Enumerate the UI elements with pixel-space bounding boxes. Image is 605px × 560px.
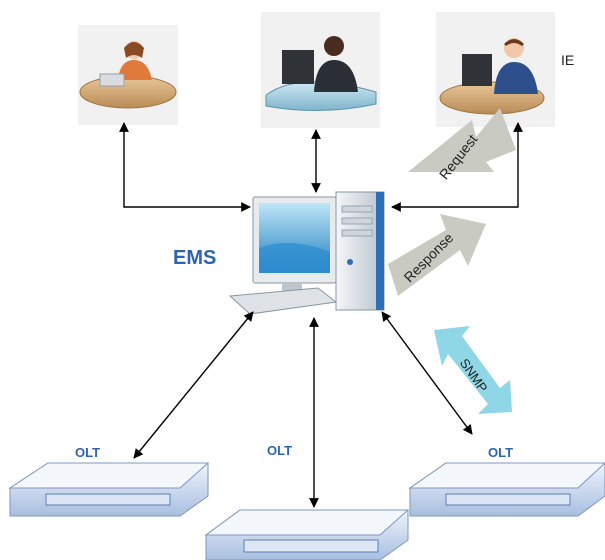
olt-label-center: OLT [267, 443, 293, 458]
response-arrow [388, 214, 486, 296]
olt-label-left: OLT [75, 445, 101, 460]
link-ems-olt-right [381, 311, 473, 435]
link-ems-olt-left [133, 311, 254, 459]
user-3-operator-icon [436, 12, 555, 127]
link-user3-ems [391, 122, 523, 212]
olt-device-right [408, 462, 605, 517]
ems-label: EMS [173, 247, 217, 269]
ems-computer-icon [228, 191, 385, 315]
olt-label-right: OLT [488, 445, 514, 460]
connection-lines [119, 122, 523, 508]
olt-device-left [8, 462, 210, 517]
olt-device-center [204, 509, 410, 560]
link-user1-ems [119, 122, 251, 212]
user-2-operator-icon [261, 12, 380, 128]
user-1-operator-icon [78, 25, 178, 125]
ie-label: IE [561, 52, 575, 68]
